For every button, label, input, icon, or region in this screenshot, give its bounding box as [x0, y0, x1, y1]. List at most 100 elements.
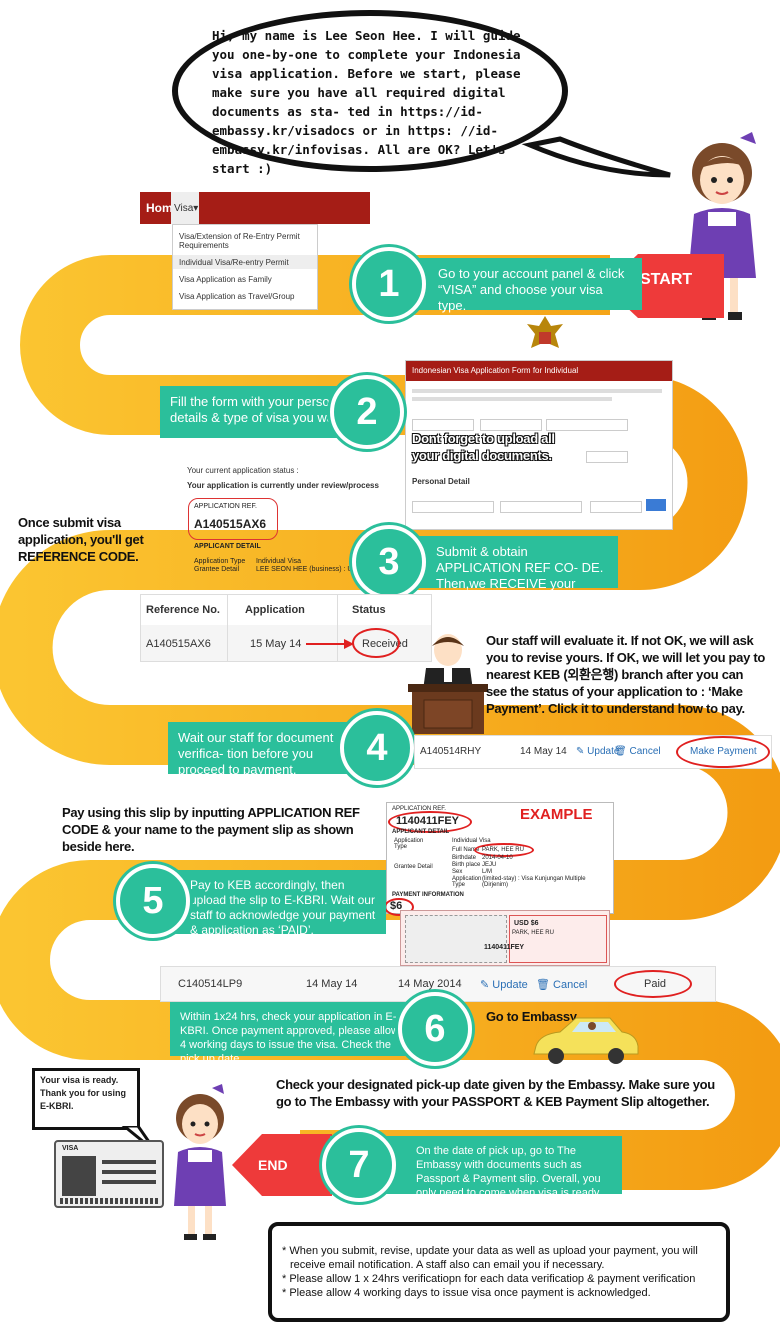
garuda-emblem-icon — [527, 316, 563, 348]
form-field[interactable] — [412, 419, 474, 431]
form-field[interactable] — [590, 501, 642, 513]
example-type-label: Application Type — [394, 838, 424, 850]
slip-right — [509, 915, 607, 963]
menu-dropdown: Visa/Extension of Re-Entry Permit Requir… — [172, 224, 318, 310]
guide-girl-end — [174, 1084, 226, 1240]
refcode-note: Once submit visa application, you'll get… — [18, 515, 144, 564]
visa-card-line — [102, 1170, 156, 1174]
step-6-band: Within 1x24 hrs, check your application … — [170, 1002, 414, 1065]
embassy-note: Go to Embassy — [486, 1009, 577, 1024]
visa-ready-bubble — [32, 1068, 140, 1130]
slip-left — [405, 915, 507, 963]
form-line — [412, 397, 612, 401]
example-label: EXAMPLE — [520, 806, 593, 823]
start-label: START — [640, 271, 693, 288]
pay-cancel[interactable]: Cancel — [629, 746, 661, 757]
form-field[interactable] — [546, 419, 628, 431]
step-1-text: Go to your account panel & click “VISA” … — [438, 266, 625, 313]
evaluate-note: Our staff will evaluate it. If not OK, w… — [486, 633, 766, 716]
example-detail-label: APPLICANT DETAIL — [392, 829, 450, 835]
paid-update-link[interactable]: ✎ Update — [480, 979, 528, 991]
pointer-arrow-icon — [306, 639, 354, 649]
ref-detail-label: APPLICANT DETAIL — [194, 543, 261, 550]
slip-amount: USD $6 — [514, 920, 539, 927]
ref-type-value: Individual Visa — [256, 558, 302, 565]
payslip-note: Pay using this slip by inputting APPLICA… — [62, 805, 360, 854]
paid-cancel[interactable]: Cancel — [553, 979, 588, 991]
example-birthdate-label: Birthdate — [452, 855, 477, 861]
ref-grantee-label: Grantee Detail — [194, 566, 240, 573]
paid-ref: C140514LP9 — [178, 978, 243, 990]
paid-cancel-link[interactable]: 🗑 Cancel — [536, 979, 588, 991]
car-icon — [533, 1017, 639, 1064]
visa-card-line — [102, 1180, 156, 1184]
form-field[interactable] — [480, 419, 542, 431]
form-field[interactable] — [586, 451, 628, 463]
menu-visa-tab[interactable] — [171, 192, 199, 224]
step-5-text: Pay to KEB accordingly, then upload the … — [190, 878, 376, 937]
upload-note: Dont forget to upload all your digital d… — [412, 431, 555, 463]
step-2-text: Fill the form with your personal details… — [170, 394, 349, 425]
menu-item[interactable]: Visa/Extension of Re-Entry Permit Requir… — [179, 232, 300, 250]
speech-tail — [521, 136, 671, 178]
intro-text: Hi, my name is Lee Seon Hee. I will guid… — [212, 28, 521, 176]
pay-cancel-link[interactable]: 🗑 Cancel — [614, 746, 661, 757]
form-field[interactable] — [412, 501, 494, 513]
browse-button[interactable] — [646, 499, 666, 511]
pay-update[interactable]: Update — [587, 746, 620, 757]
ref-label: APPLICATION REF. — [194, 503, 257, 510]
example-ref-highlight — [388, 811, 472, 833]
example-app-value: (limited-stay) : Visa Kunjungan Multiple… — [482, 876, 586, 888]
step-4-text: Wait our staff for document verifica- ti… — [178, 730, 334, 777]
make-payment-button[interactable]: Make Payment — [690, 746, 757, 757]
example-payment-label: PAYMENT INFORMATION — [392, 892, 464, 898]
paid-highlight — [614, 970, 692, 998]
step-7-text: On the date of pick up, go to The Embass… — [416, 1145, 602, 1199]
form-section: Personal Detail — [412, 477, 470, 486]
footer-line-1: * When you submit, revise, update your d… — [282, 1245, 698, 1257]
form-line — [412, 389, 662, 393]
menu-item[interactable]: Visa Application as Family — [179, 275, 272, 284]
pay-update-link[interactable]: ✎ Update — [576, 746, 620, 757]
slip-code: 1140411FEY — [484, 944, 525, 951]
example-ref-code: 1140411FEY — [396, 815, 460, 827]
step-5-circle: 5 — [116, 864, 190, 938]
step-6-text: Within 1x24 hrs, check your application … — [180, 1011, 399, 1065]
footer-line-4: * Please allow 4 working days to issue v… — [282, 1287, 651, 1299]
ref-review-line: Your application is currently under revi… — [187, 481, 379, 490]
status-ref: A140515AX6 — [146, 638, 211, 650]
example-grantee-label: Grantee Detail — [394, 864, 433, 870]
pay-ref: A140514RHY — [420, 746, 482, 757]
step-2-band: Fill the form with your personal details… — [160, 386, 360, 438]
form-field[interactable] — [500, 501, 582, 513]
visa-card: VISA — [54, 1140, 164, 1208]
end-arrow — [232, 1134, 332, 1196]
paid-update[interactable]: Update — [492, 979, 528, 991]
paid-date2: 14 May 2014 — [398, 978, 462, 990]
status-header-ref: Reference No. — [146, 604, 220, 616]
step-6-circle: 6 — [398, 992, 472, 1066]
step-4-circle: 4 — [340, 711, 414, 785]
ref-grantee-value: LEE SEON HEE (business) : Under Review — [256, 566, 392, 573]
menu-visa[interactable]: Visa▾ — [174, 203, 199, 214]
visa-card-mrz — [60, 1198, 158, 1204]
end-label: END — [258, 1157, 288, 1173]
step-1-circle: 1 — [352, 247, 426, 321]
menu-item[interactable]: Visa Application as Travel/Group — [179, 292, 295, 301]
step-4-band: Wait our staff for document verifica- ti… — [168, 722, 364, 777]
staff-judge-icon — [408, 634, 488, 734]
example-birthdate: 2014-04-10 — [482, 855, 513, 861]
footer-line-2: receive email notification. A staff also… — [290, 1259, 605, 1271]
example-birthplace-label: Birth place — [452, 862, 481, 868]
status-date: 15 May 14 — [250, 638, 302, 650]
example-amount: $6 — [390, 900, 403, 912]
step-3-text: Submit & obtain APPLICATION REF CO- DE. … — [436, 544, 604, 607]
visa-card-line — [102, 1160, 156, 1164]
visa-ready-text: Your visa is ready. Thank you for using … — [40, 1075, 127, 1111]
table-divider — [337, 595, 338, 661]
make-payment-highlight — [676, 736, 770, 768]
menu-item[interactable]: Individual Visa/Re-entry Permit — [179, 258, 289, 267]
payment-slip — [400, 910, 610, 966]
example-fullname: PARK, HEE RU — [482, 847, 524, 853]
ref-code-box — [188, 498, 278, 540]
